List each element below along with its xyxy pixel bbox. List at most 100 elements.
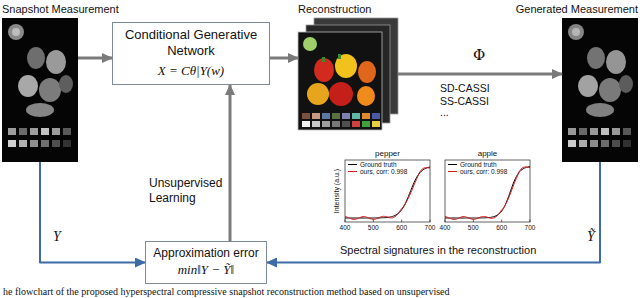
checker-cell — [8, 128, 16, 135]
image-blob — [18, 75, 38, 97]
image-blob — [12, 28, 20, 36]
legend-sample — [348, 171, 357, 172]
image-blob — [27, 47, 45, 69]
ground-truth-curve — [345, 167, 430, 218]
checker-cell — [332, 113, 340, 119]
plot-text: ours, corr: 0.998 — [460, 168, 507, 176]
checker-cell — [352, 113, 360, 119]
image-blob — [586, 103, 614, 117]
pepper — [307, 83, 329, 105]
checker-cell — [63, 140, 71, 147]
checker-cell — [579, 128, 587, 135]
annotation: SS-CASSI — [440, 95, 489, 107]
axis-tick — [445, 220, 446, 223]
pepper — [335, 54, 357, 78]
legend-sample — [448, 164, 457, 165]
snapshot-image — [2, 18, 78, 162]
generated-image — [562, 18, 638, 162]
checker-cell — [8, 140, 16, 147]
checker-cell — [302, 121, 310, 127]
plot-text: 700 — [525, 224, 536, 232]
image-blob — [568, 24, 584, 40]
checker-cell — [623, 128, 631, 135]
checker-cell — [52, 140, 60, 147]
annotation: pepper — [375, 149, 400, 159]
edge-label: Ỹ — [586, 228, 596, 245]
image-ground — [2, 18, 78, 162]
checker-cell — [568, 128, 576, 135]
image-blob — [8, 24, 24, 40]
checker-cell — [601, 140, 609, 147]
annotation: SD-CASSI — [440, 82, 490, 94]
pepper — [357, 86, 375, 106]
checker-cell — [302, 113, 310, 119]
box-title: Conditional Generative Network — [119, 27, 263, 59]
plot-frame — [445, 160, 530, 222]
plot-text: 700 — [425, 224, 436, 232]
ground-truth-curve — [445, 167, 530, 218]
box-title: Approximation error — [152, 246, 260, 261]
checker-cell — [352, 121, 360, 127]
axis-tick — [501, 220, 502, 223]
checker-cell — [41, 140, 49, 147]
image-panel: Snapshot Measurement — [2, 18, 78, 162]
image-panel: Generated Measurement — [562, 18, 638, 162]
checker-cell — [322, 113, 330, 119]
plot-text: Ground truth — [460, 161, 497, 169]
connector-arrow — [270, 57, 298, 60]
checker-grid — [568, 128, 631, 147]
panel-heading: Snapshot Measurement — [2, 3, 119, 16]
edge-label: Φ — [472, 46, 486, 64]
stem — [322, 57, 325, 62]
panel-heading: Reconstruction — [298, 3, 371, 16]
edge-label: Unsupervised Learning — [148, 176, 226, 206]
annotation: Spectral signatures in the reconstructio… — [340, 244, 536, 257]
checker-cell — [52, 128, 60, 135]
image-ground — [562, 18, 638, 162]
checker-cell — [362, 121, 370, 127]
cube-layer — [298, 32, 382, 130]
plot-text: 600 — [396, 224, 407, 232]
checker-cell — [312, 113, 320, 119]
pepper — [329, 82, 353, 106]
edge-label: Y — [52, 228, 62, 245]
plot-text: 600 — [496, 224, 507, 232]
checker-cell — [322, 121, 330, 127]
vegetable — [303, 37, 317, 51]
plot-text: ours, corr: 0.998 — [360, 168, 407, 176]
legend-sample — [348, 164, 357, 165]
pepper — [358, 61, 376, 83]
checker-cell — [590, 140, 598, 147]
plot-text: 500 — [368, 224, 379, 232]
panel-heading: Generated Measurement — [516, 3, 638, 16]
axis-label: Intensity (a.u.) — [333, 169, 342, 213]
checker-cell — [41, 128, 49, 135]
checker-grid — [8, 128, 71, 147]
box-formula: min‖Y − Ỹ‖ — [152, 261, 260, 279]
axis-tick — [345, 220, 346, 223]
checker-cell — [19, 140, 27, 147]
box-formula: X = Cθ|Y(w) — [119, 62, 263, 80]
checker-cell — [63, 128, 71, 135]
image-blob — [59, 75, 73, 93]
spectral-plots — [345, 160, 530, 222]
plot-text: 400 — [340, 224, 351, 232]
checker-cell — [342, 113, 350, 119]
checker-cell — [30, 140, 38, 147]
process-box: Conditional Generative Network X = Cθ|Y(w… — [112, 22, 270, 85]
checker-cell — [568, 140, 576, 147]
plot-text: 400 — [440, 224, 451, 232]
estimated-curve — [345, 168, 430, 220]
checker-cell — [312, 121, 320, 127]
image-blob — [606, 50, 626, 74]
stem — [338, 54, 341, 59]
process-box: Approximation errormin‖Y − Ỹ‖ — [145, 241, 267, 284]
checker-cell — [342, 121, 350, 127]
axis-tick — [430, 220, 431, 223]
checker-cell — [30, 128, 38, 135]
checker-cell — [372, 113, 380, 119]
image-blob — [619, 75, 633, 93]
axis-tick — [373, 220, 374, 223]
connector-arrow — [78, 57, 112, 60]
